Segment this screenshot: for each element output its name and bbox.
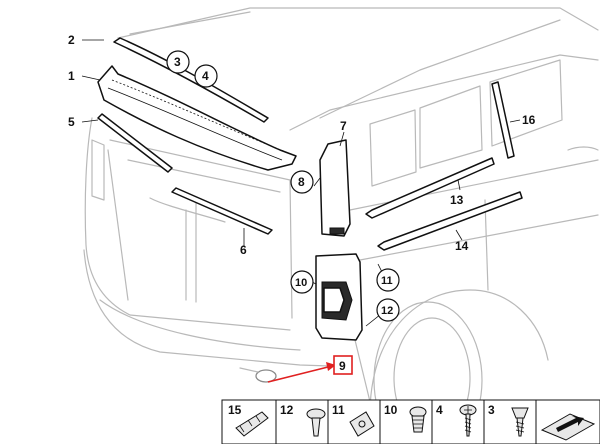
part-7-pillar <box>319 139 351 237</box>
parts-legend: 15 12 11 10 4 3 <box>221 399 600 444</box>
legend-15-label: 15 <box>228 403 242 417</box>
legend-11-label: 11 <box>332 403 345 417</box>
part-1-spoiler <box>97 65 297 171</box>
screw-3-icon <box>511 407 529 419</box>
car-outline <box>83 7 599 444</box>
callout-4: 4 <box>202 69 209 83</box>
legend-4-label: 4 <box>436 403 443 417</box>
callout-16: 16 <box>522 113 536 127</box>
callout-14: 14 <box>455 239 469 253</box>
callout-7: 7 <box>340 119 347 133</box>
callout-12: 12 <box>381 305 393 317</box>
part-6-trim <box>171 187 273 235</box>
legend-10-label: 10 <box>384 403 398 417</box>
legend-12-label: 12 <box>280 403 294 417</box>
callout-9: 9 <box>339 359 346 373</box>
callout-13: 13 <box>450 193 464 207</box>
part-14-molding <box>377 191 523 251</box>
clip-nut-11-icon <box>349 411 375 437</box>
callout-10: 10 <box>295 277 307 289</box>
clip-15-icon <box>235 411 269 437</box>
part-2-strip <box>113 37 269 123</box>
leader-lines <box>81 39 521 327</box>
callout-1: 1 <box>68 69 75 83</box>
callout-8: 8 <box>298 175 305 189</box>
callout-5: 5 <box>68 115 75 129</box>
part-13-molding <box>365 157 495 219</box>
part-16-strip <box>491 81 515 159</box>
callout-6: 6 <box>240 243 247 257</box>
legend-3-label: 3 <box>488 403 495 417</box>
callouts: 2 1 5 3 4 6 7 8 10 11 12 9 13 14 16 <box>68 33 536 375</box>
parts <box>97 37 523 341</box>
callout-3: 3 <box>174 55 181 69</box>
callout-11: 11 <box>381 275 393 287</box>
part-5-strip <box>97 113 173 173</box>
callout-2: 2 <box>68 33 75 47</box>
